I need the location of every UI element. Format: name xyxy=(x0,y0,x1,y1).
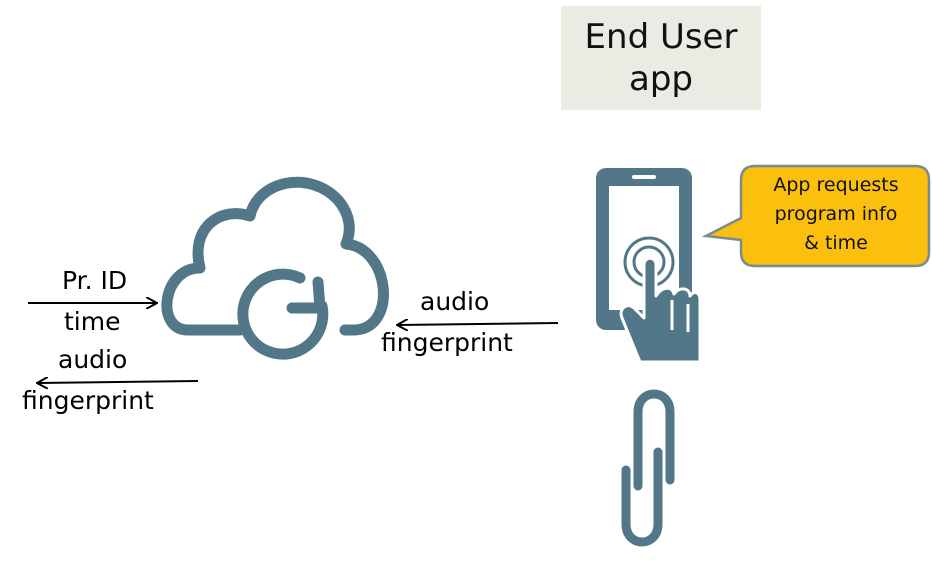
callout-line-1: App requests xyxy=(773,174,899,196)
left-fingerprint-label: fingerprint xyxy=(22,386,154,415)
left-fingerprint-arrow xyxy=(38,381,199,383)
callout-text: App requests program info & time xyxy=(747,171,925,258)
middle-fingerprint-arrow xyxy=(398,323,559,325)
callout-bubble xyxy=(701,164,931,268)
middle-fingerprint-label: fingerprint xyxy=(381,328,513,357)
left-audio-label: audio xyxy=(58,345,128,374)
time-label: time xyxy=(64,307,121,336)
callout-line-2: program info xyxy=(774,203,898,225)
middle-audio-label: audio xyxy=(420,287,490,316)
end-user-title: End User xyxy=(584,17,738,57)
callout-line-3: & time xyxy=(804,232,868,254)
app-title: app xyxy=(629,59,693,99)
cloud-sync-icon xyxy=(161,176,389,360)
end-user-app-box: End User app xyxy=(561,6,761,110)
chain-link-icon xyxy=(621,389,675,547)
pr-id-label: Pr. ID xyxy=(62,266,128,295)
smartphone-tap-icon xyxy=(596,168,702,364)
